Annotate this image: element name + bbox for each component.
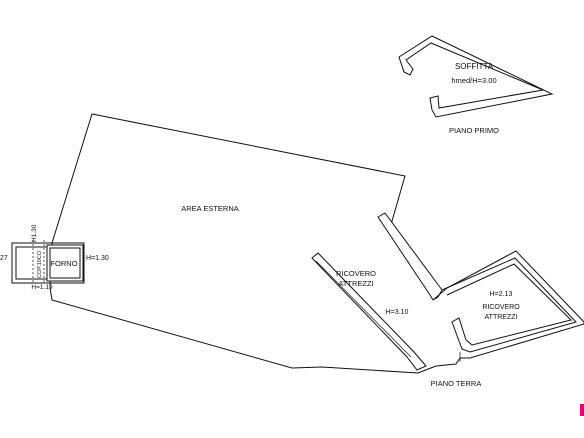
oven-left-height: H=1.19 [31,284,53,291]
ground-floor-caption: PIANO TERRA [431,379,482,388]
outdoor-boundary-south [49,287,419,374]
right-shed-label-2: ATTREZZI [485,314,518,321]
central-diagonal-wall [377,212,443,301]
attic-height-note: hmed/H=3.00 [451,76,496,85]
right-shed [417,322,584,374]
edge-fragment-label: 27 [0,255,8,262]
right-shed-height: H=2.13 [490,291,513,298]
central-wall [377,212,584,353]
outdoor-boundary [51,113,406,244]
upper-floor-caption: PIANO PRIMO [449,126,499,135]
left-shed-label-2: ATTREZZI [338,279,373,288]
attic-wall [398,35,554,118]
oven-vertical-height: H1.30 [31,224,38,242]
attic-room-name: SOFFITTA [455,62,494,71]
oven-chamber [46,244,84,282]
left-shed-height: H=3.10 [386,309,409,316]
right-shed-label-1: RICOVERO [482,304,520,311]
oven-block [11,240,85,284]
left-shed-wall [311,252,427,371]
oven-label: FORNO [50,259,77,268]
accent-mark [580,404,584,416]
left-shed-label-1: RICOVERO [336,269,376,278]
outdoor-area-label: AREA ESTERNA [181,204,239,213]
attic-room [398,35,554,118]
oven-cover-vertical: COP.10CO [37,250,43,278]
outdoor-area-outline [49,113,419,374]
oven-height: H=1.30 [86,255,109,262]
left-shed [311,252,427,371]
